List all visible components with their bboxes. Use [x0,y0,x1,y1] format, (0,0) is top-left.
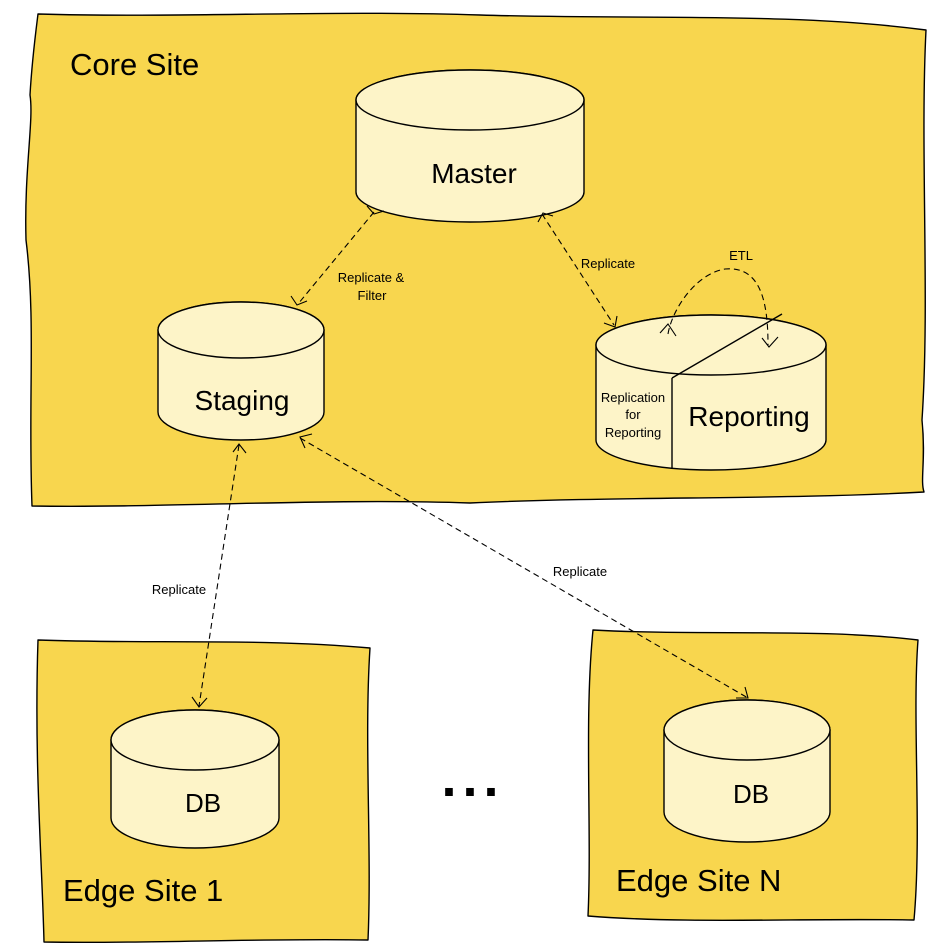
reporting-db-divider-top [671,313,783,379]
flow-master-to-staging-label-1: Replicate & [338,270,405,285]
flow-etl-tail-mark [659,323,677,337]
core-site-title: Core Site [70,47,199,82]
reporting-db: Replication for Reporting Reporting [595,313,827,471]
flow-staging-to-edge1: Replicate [152,443,247,708]
flow-staging-to-edgeN-line [299,437,749,699]
flow-staging-to-edge1-arrowhead [191,696,208,708]
staging-db: Staging [157,301,325,441]
flow-master-to-reporting-arrowhead [603,315,618,328]
flow-staging-to-edgeN-tail-mark [299,433,313,449]
flow-master-to-staging-label-2: Filter [358,288,388,303]
flow-etl-line [667,268,769,346]
flow-etl-label: ETL [729,248,753,263]
flow-master-to-reporting-line [541,213,615,326]
master-db-label: Master [431,158,517,189]
staging-db-top [157,301,325,359]
flow-staging-to-edgeN: Replicate [299,433,749,699]
flow-master-to-staging: Replicate & Filter [290,205,405,306]
edge-site-1-title: Edge Site 1 [63,873,223,908]
flow-master-to-reporting-label: Replicate [581,256,635,271]
master-db-top [355,69,585,131]
replication-for-reporting-line-3: Reporting [605,425,661,440]
flow-staging-to-edge1-tail-mark [232,443,247,454]
edge1-db-label: DB [185,788,221,818]
flow-master-to-staging-arrowhead [290,295,308,306]
staging-db-label: Staging [195,385,290,416]
flow-staging-to-edge1-line [198,444,240,707]
flow-etl-arrowhead [761,336,779,348]
flow-staging-to-edge1-label: Replicate [152,582,206,597]
edgeN-db: DB [663,699,831,843]
master-db: Master [355,69,585,223]
reporting-db-label: Reporting [688,401,809,432]
reporting-db-top [595,314,827,376]
flow-master-to-reporting-tail-mark [537,212,554,223]
flow-etl: ETL [659,248,779,348]
edgeN-db-label: DB [733,779,769,809]
replication-for-reporting-line-2: for [625,407,641,422]
flow-master-to-reporting: Replicate [537,212,635,328]
edgeN-db-top [663,699,831,761]
flow-staging-to-edgeN-arrowhead [736,686,749,699]
edge1-db-top [110,709,280,771]
flow-staging-to-edgeN-label: Replicate [553,564,607,579]
edge-site-n-title: Edge Site N [616,863,781,898]
edge1-db: DB [110,709,280,849]
replication-for-reporting-line-1: Replication [601,390,665,405]
flow-master-to-staging-tail-mark [366,205,385,215]
more-sites-ellipsis: ... [441,748,504,808]
